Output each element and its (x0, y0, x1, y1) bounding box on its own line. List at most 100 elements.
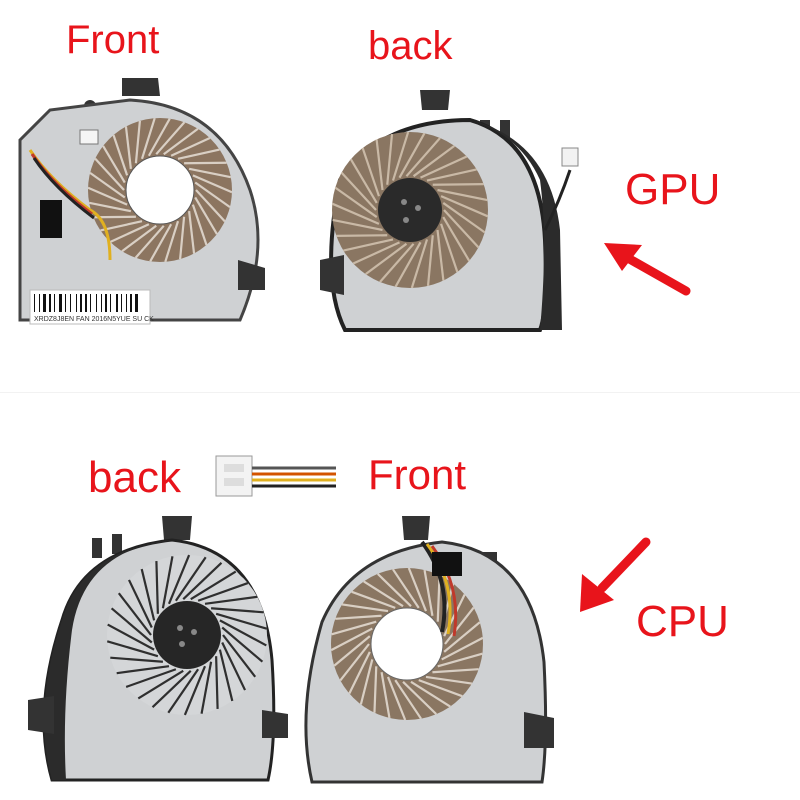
barcode-bar (59, 294, 62, 312)
fan-blade (94, 157, 125, 191)
front-label-top: Front (66, 18, 160, 62)
fan-blade (386, 676, 407, 721)
barcode-bar (101, 294, 102, 312)
fan-blade (437, 652, 483, 668)
fan-blade (194, 196, 218, 235)
fan-blade (211, 607, 264, 614)
fan-blade (121, 224, 157, 253)
fan-blade (215, 656, 219, 709)
fan-blade (134, 225, 165, 259)
fan-blade (164, 220, 180, 263)
fan-blade (204, 595, 258, 605)
fan-blade (188, 211, 196, 254)
barcode-bar (65, 294, 66, 312)
cpu-arrow (580, 537, 651, 612)
barcode-bar (96, 294, 97, 312)
fan-blade (140, 117, 156, 160)
fan-blade (359, 659, 374, 705)
fan-blade (215, 612, 268, 630)
barcode-bar (34, 294, 35, 312)
fan-blade (398, 132, 426, 179)
fan-blade (218, 649, 234, 702)
fan-blade (423, 569, 434, 616)
fan-blade (436, 229, 445, 281)
barcode-bar (121, 294, 122, 312)
barcode-bar (90, 294, 91, 312)
fan-blade (221, 626, 264, 663)
fan-blade (190, 570, 237, 601)
fan-blade (102, 145, 126, 184)
fan-blade (200, 661, 213, 714)
fan-blade (110, 607, 153, 644)
fan-blade (375, 139, 384, 191)
fan-blade (391, 131, 410, 181)
barcode-bar (130, 294, 132, 312)
fan-blade (137, 669, 184, 700)
fan-blade (405, 137, 441, 177)
fan-blade (331, 620, 377, 636)
fan-blade (351, 590, 396, 609)
fan-blade (425, 675, 473, 685)
fan-blade (125, 668, 177, 688)
gpu-fan-back-photo (320, 90, 579, 332)
fan-blade (149, 223, 173, 262)
fan-blade (112, 134, 129, 176)
fan-blade (116, 665, 170, 675)
fan-blade (182, 562, 223, 600)
fan-blade (394, 241, 422, 288)
barcode-bar (80, 294, 82, 312)
fan-blade (444, 606, 475, 645)
fan-blade (147, 118, 171, 157)
fan-blade (349, 158, 378, 204)
barcode-bar (70, 294, 71, 312)
fan-blade (432, 183, 484, 186)
fan-blade (386, 134, 394, 185)
fan-blade (432, 668, 479, 674)
fan-blade (410, 680, 451, 708)
barcode-bar (76, 294, 77, 312)
fan-blade (177, 148, 220, 160)
back-label-top: back (368, 24, 453, 68)
fan-blade (87, 186, 128, 206)
fan-blade (379, 243, 415, 283)
fan-blade (339, 643, 370, 682)
fan-blade (174, 556, 207, 602)
fan-blade (336, 234, 388, 237)
gpu-arrow (604, 243, 691, 296)
barcode-bar (126, 294, 127, 312)
fan-blade (333, 635, 371, 667)
fan-blade (219, 619, 267, 647)
fan-blade (364, 242, 408, 276)
barcode-bar (110, 294, 111, 312)
fan-blade (124, 126, 132, 169)
fan-blade (183, 665, 207, 716)
fan-blade (127, 579, 153, 628)
fan-blade (151, 670, 192, 708)
cpu-label: CPU (636, 597, 729, 646)
fan-blade (418, 679, 463, 698)
fan-blade (376, 573, 412, 607)
fan-blade (170, 137, 211, 157)
fan-blade (410, 239, 429, 289)
fan-blade (222, 634, 257, 678)
fan-blade (163, 127, 199, 156)
fan-blade (348, 651, 371, 694)
fan-blade (420, 155, 468, 179)
fan-blade (179, 216, 186, 260)
fan-blade (334, 186, 378, 218)
fan-blade (363, 580, 404, 608)
fan-blade (197, 582, 249, 602)
gpu-label: GPU (625, 165, 721, 214)
fan-blade (412, 144, 456, 178)
fan-blade (88, 201, 132, 213)
fan-blade (443, 209, 480, 249)
fan-blade (361, 147, 380, 197)
fan-blade (426, 235, 434, 286)
fan-blade (426, 168, 477, 182)
fan-blade (155, 121, 186, 155)
barcode-bar (43, 294, 46, 312)
cpu-fan-back-photo (28, 516, 288, 782)
section-divider (0, 392, 800, 393)
fan-blade (167, 554, 191, 605)
sticker-text: XRDZ8J8EN FAN 2016N5YUE SU CK (34, 316, 154, 323)
